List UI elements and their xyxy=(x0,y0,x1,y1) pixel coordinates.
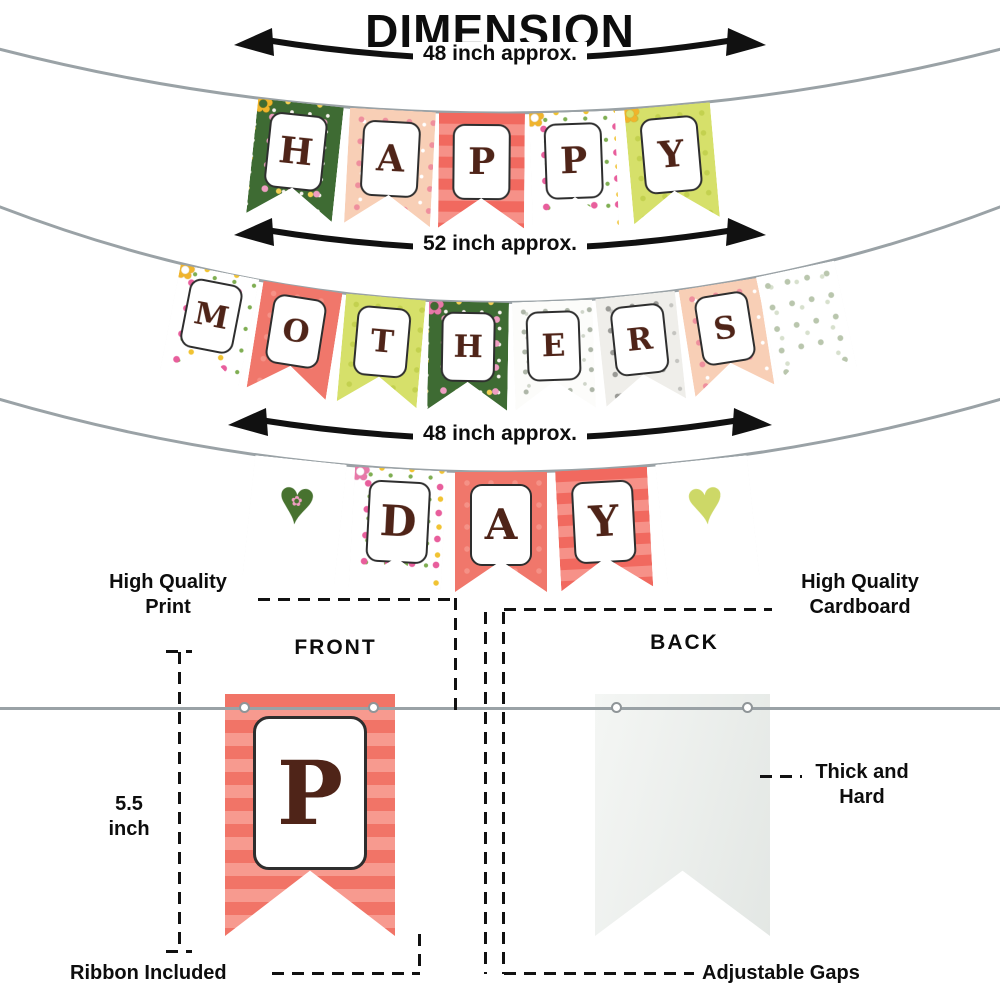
size-label-top: 48 inch approx. xyxy=(0,42,1000,66)
flag-letter-frame: P xyxy=(452,124,511,201)
flag-letter: S xyxy=(711,308,739,348)
flag-letter: R xyxy=(624,320,655,359)
flag-letter-frame: D xyxy=(365,479,431,564)
front-label: FRONT xyxy=(294,636,377,659)
flag-letter: H xyxy=(276,129,315,175)
flag-letter: Y xyxy=(656,132,686,177)
heart-icon: ♥ xyxy=(682,463,729,540)
print-connector-line xyxy=(258,598,456,601)
back-label: BACK xyxy=(650,631,719,654)
string-top xyxy=(0,47,1000,115)
flag-letter: O xyxy=(279,311,313,351)
ribbon-hole xyxy=(742,702,753,713)
flag-letter-frame: H xyxy=(441,312,496,383)
flag-letter: M xyxy=(191,294,232,337)
ribbon-connector-line xyxy=(418,934,421,974)
flag-letter: P xyxy=(276,741,344,845)
flag-letter-frame: R xyxy=(609,302,670,377)
gap-marker-line xyxy=(484,612,487,974)
height-measure-tick xyxy=(166,950,192,953)
size-label-bottom: 48 inch approx. xyxy=(0,422,1000,446)
flag-letter-frame: O xyxy=(264,293,328,371)
flag-letter-frame: Y xyxy=(571,479,637,564)
flag-letter: T xyxy=(369,322,396,361)
flag-letter: P xyxy=(467,140,496,184)
flag-letter-frame: P xyxy=(543,122,604,200)
flag-letter-frame: S xyxy=(693,290,757,368)
print-connector-line xyxy=(454,598,457,712)
ribbon-line xyxy=(0,707,1000,710)
string-bottom xyxy=(0,397,1000,474)
annotation-ribbon-included: Ribbon Included xyxy=(70,962,227,984)
flag-letter-frame: M xyxy=(178,277,244,356)
flag-letter-frame: P xyxy=(253,716,367,870)
size-label-middle: 52 inch approx. xyxy=(0,232,1000,256)
thick-connector-line xyxy=(760,775,802,778)
annotation-high-quality-cardboard: High Quality Cardboard xyxy=(801,571,919,618)
flag-letter-frame: A xyxy=(470,484,532,566)
flag-letter: P xyxy=(559,139,588,183)
ribbon-hole xyxy=(611,702,622,713)
flag-letter: D xyxy=(378,496,418,547)
flag-letter: A xyxy=(484,500,518,549)
flag-letter: E xyxy=(541,327,566,364)
flag-letter: Y xyxy=(587,496,620,547)
banner-flag: A xyxy=(455,472,547,592)
ribbon-connector-line xyxy=(272,972,420,975)
flower-icon: ✿ xyxy=(290,492,304,510)
flag-letter-frame: A xyxy=(359,119,421,198)
annotation-high-quality-print: High Quality Print xyxy=(109,571,227,618)
annotation-height: 5.5 inch xyxy=(108,793,150,840)
flag-letter-frame: H xyxy=(263,111,329,193)
cardboard-connector-line xyxy=(504,608,772,611)
string-middle xyxy=(0,205,1000,304)
gap-marker-line xyxy=(502,612,505,974)
height-measure-tick xyxy=(166,650,192,653)
flag-letter: H xyxy=(453,328,484,365)
flag-letter-frame: E xyxy=(525,310,581,382)
ribbon-hole xyxy=(239,702,250,713)
ribbon-hole xyxy=(368,702,379,713)
annotation-thick-and-hard: Thick and Hard xyxy=(815,761,909,808)
height-measure-line xyxy=(178,652,181,952)
flag-letter-frame: Y xyxy=(639,114,703,195)
flag-letter-frame: T xyxy=(352,305,412,379)
gaps-connector-line xyxy=(504,972,694,975)
annotation-adjustable-gaps: Adjustable Gaps xyxy=(702,962,860,984)
flag-letter: A xyxy=(375,137,406,181)
